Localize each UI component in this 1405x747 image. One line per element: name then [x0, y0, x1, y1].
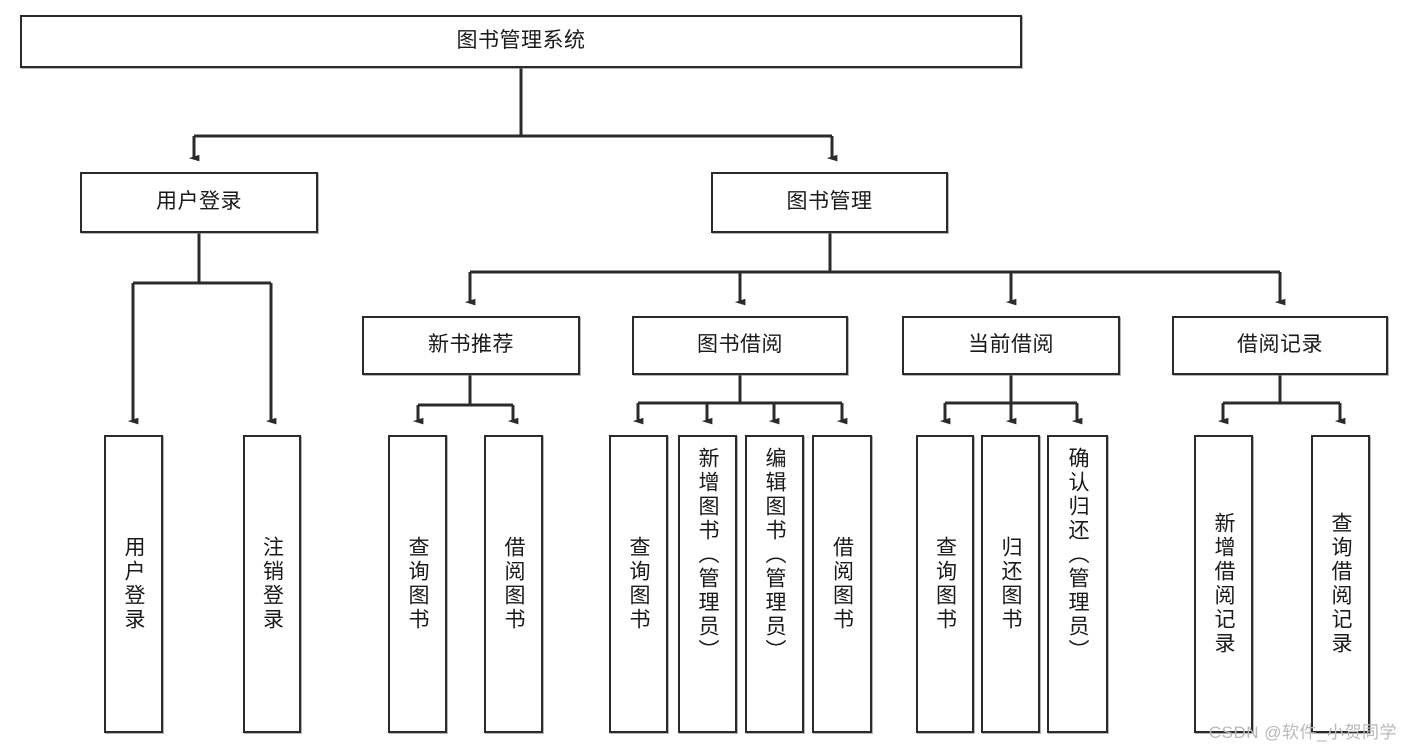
node-current-borrow-label: 当前借阅 [968, 333, 1054, 357]
leaf-add-record-label: 新增借阅记录 [1212, 512, 1235, 656]
node-new-book-recommend[interactable]: 新书推荐 [362, 316, 580, 375]
node-book-management-label: 图书管理 [786, 190, 873, 214]
leaf-add-book-label: 新增图书（管理员） [696, 447, 719, 663]
leaf-logout-login[interactable]: 注销登录 [243, 435, 301, 733]
node-root[interactable]: 图书管理系统 [20, 15, 1022, 68]
leaf-query-book-2[interactable]: 查询图书 [609, 435, 668, 733]
node-current-borrow[interactable]: 当前借阅 [902, 316, 1120, 375]
node-borrow-record-label: 借阅记录 [1237, 333, 1323, 357]
leaf-user-login[interactable]: 用户登录 [104, 435, 163, 733]
leaf-query-book-3-label: 查询图书 [933, 536, 957, 632]
leaf-query-book-1[interactable]: 查询图书 [388, 435, 447, 733]
leaf-add-book[interactable]: 新增图书（管理员） [678, 435, 737, 733]
leaf-add-record[interactable]: 新增借阅记录 [1194, 435, 1253, 733]
node-root-label: 图书管理系统 [456, 29, 586, 53]
node-user-login-label: 用户登录 [156, 190, 242, 214]
leaf-logout-login-label: 注销登录 [260, 536, 284, 632]
leaf-query-record[interactable]: 查询借阅记录 [1311, 435, 1370, 733]
leaf-confirm-return-label: 确认归还（管理员） [1066, 447, 1089, 663]
leaf-return-book-label: 归还图书 [999, 536, 1022, 632]
leaf-borrow-book-2-label: 借阅图书 [830, 536, 854, 632]
leaf-confirm-return[interactable]: 确认归还（管理员） [1047, 435, 1108, 733]
leaf-borrow-book-1[interactable]: 借阅图书 [484, 435, 543, 733]
leaf-return-book[interactable]: 归还图书 [981, 435, 1040, 733]
leaf-user-login-label: 用户登录 [122, 536, 145, 632]
leaf-query-book-2-label: 查询图书 [627, 536, 650, 632]
node-book-borrow-label: 图书借阅 [697, 333, 783, 357]
node-borrow-record[interactable]: 借阅记录 [1172, 316, 1388, 375]
leaf-borrow-book-1-label: 借阅图书 [502, 536, 525, 632]
node-new-book-recommend-label: 新书推荐 [428, 333, 514, 357]
node-book-borrow[interactable]: 图书借阅 [632, 316, 848, 375]
leaf-query-book-3[interactable]: 查询图书 [916, 435, 974, 733]
leaf-query-book-1-label: 查询图书 [406, 536, 429, 632]
leaf-query-record-label: 查询借阅记录 [1329, 512, 1352, 656]
leaf-borrow-book-2[interactable]: 借阅图书 [812, 435, 872, 733]
leaf-edit-book-label: 编辑图书（管理员） [763, 447, 786, 663]
node-book-management[interactable]: 图书管理 [711, 172, 948, 233]
leaf-edit-book[interactable]: 编辑图书（管理员） [745, 435, 804, 733]
node-user-login[interactable]: 用户登录 [80, 172, 318, 233]
